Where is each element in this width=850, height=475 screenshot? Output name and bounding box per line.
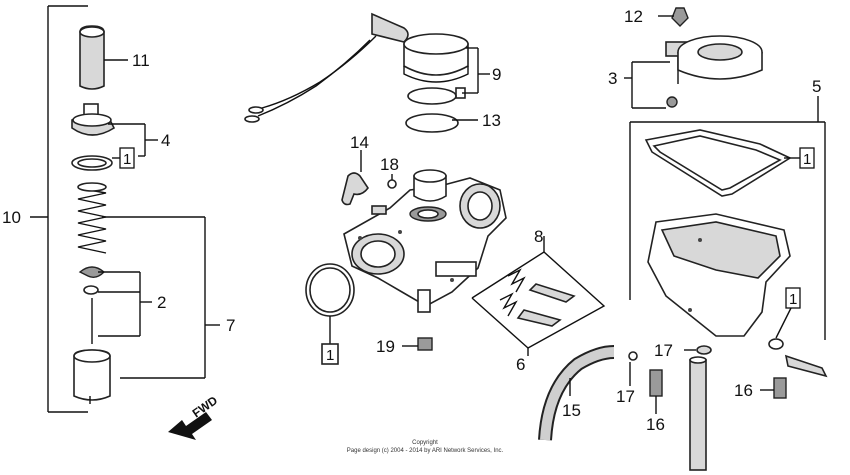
part-5-bracket xyxy=(629,96,826,340)
part-15-hose xyxy=(538,345,615,441)
boxed-callout-1-oring: 1 xyxy=(785,287,801,309)
part-2-needle-set xyxy=(78,266,152,344)
callout-17-left: 17 xyxy=(616,387,635,406)
part-8-6-adjust-screws xyxy=(471,236,606,356)
callout-15: 15 xyxy=(562,401,581,420)
boxed-callout-1-oring-label: 1 xyxy=(789,291,797,308)
callout-11: 11 xyxy=(132,51,150,70)
part-vent-tube xyxy=(689,356,707,471)
callout-13: 13 xyxy=(482,111,501,130)
callout-17-right: 17 xyxy=(654,341,673,360)
copyright-line-1: Copyright xyxy=(412,440,438,446)
part-16-screw-center xyxy=(649,369,663,414)
callout-4: 4 xyxy=(161,131,170,150)
callout-14: 14 xyxy=(350,133,369,152)
part-1-o-ring-left xyxy=(305,263,355,365)
part-throttle-valve xyxy=(73,349,111,404)
part-spring xyxy=(77,182,107,254)
boxed-callout-1-left-ring: 1 xyxy=(326,347,334,364)
callout-6: 6 xyxy=(516,355,525,374)
left-assembly-bracket-7 xyxy=(102,216,220,379)
boxed-callout-1-cap-label: 1 xyxy=(123,151,131,168)
part-drain-screw xyxy=(784,354,828,378)
part-carburetor-body xyxy=(343,169,507,313)
part-19-screw xyxy=(402,337,433,351)
callout-3: 3 xyxy=(608,69,617,88)
boxed-callout-1-gasket-label: 1 xyxy=(803,151,811,168)
copyright-line-2: Page design (c) 2004 - 2014 by ARI Netwo… xyxy=(347,448,504,454)
callout-12: 12 xyxy=(624,7,643,26)
part-1-float-gasket xyxy=(644,129,800,197)
part-18-fitting xyxy=(371,174,397,215)
part-13-retaining-clip xyxy=(405,87,478,133)
left-assembly-bracket-10 xyxy=(30,5,88,413)
part-4-top-cap xyxy=(71,103,158,157)
boxed-callout-1-cap: 1 xyxy=(119,147,135,169)
part-12-screw xyxy=(658,7,689,27)
part-11-rubber-cap xyxy=(79,25,128,90)
part-cap-gasket xyxy=(71,155,120,171)
part-float-bowl xyxy=(647,213,791,337)
boxed-callout-1-left-ring-label: 1 xyxy=(326,347,334,364)
callout-5: 5 xyxy=(812,77,821,96)
part-9-choke-actuator xyxy=(244,12,490,123)
part-14-hose-elbow xyxy=(341,150,369,206)
part-17-clips xyxy=(628,345,712,386)
boxed-callout-1-gasket: 1 xyxy=(799,147,815,169)
part-1-o-ring-right xyxy=(768,305,793,350)
callout-19: 19 xyxy=(376,337,395,356)
callout-7: 7 xyxy=(226,316,235,335)
part-16-screw-right xyxy=(760,377,787,399)
callout-18: 18 xyxy=(380,155,399,174)
callout-16-center: 16 xyxy=(646,415,665,434)
callout-9: 9 xyxy=(492,65,501,84)
callout-10: 10 xyxy=(2,208,21,227)
callout-2: 2 xyxy=(157,293,166,312)
callout-8: 8 xyxy=(534,227,543,246)
part-3-float-set xyxy=(624,35,763,109)
callout-16-right: 16 xyxy=(734,381,753,400)
fwd-arrow-icon: FWD xyxy=(168,393,220,440)
